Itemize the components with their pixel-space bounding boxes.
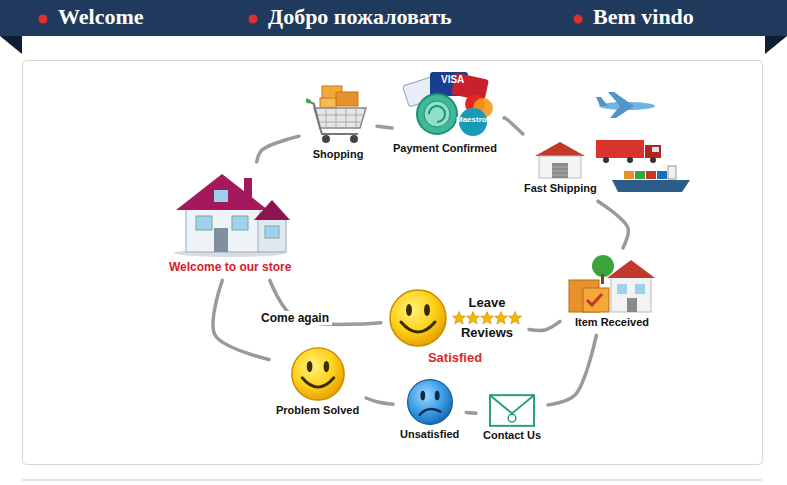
- node-icon: [567, 254, 657, 314]
- ribbon-fold: [765, 36, 787, 54]
- edge-label: Come again: [258, 311, 332, 325]
- step-label: Fast Shipping: [524, 182, 597, 195]
- node-icon: [170, 168, 290, 258]
- flow-arc: [504, 118, 523, 134]
- warehouse: Fast Shipping: [521, 138, 600, 197]
- received-parcel: Item Received: [564, 252, 660, 331]
- flow-arc: [548, 335, 596, 405]
- node-icon: [489, 394, 535, 427]
- step-label: Problem Solved: [276, 404, 359, 417]
- node-icon: [535, 140, 585, 180]
- flow-arc: [257, 136, 299, 162]
- flow-arc: [366, 398, 393, 404]
- flow-arc: [377, 126, 392, 128]
- step-label: Payment Confirmed: [393, 142, 497, 155]
- header-text: Добро пожаловать: [268, 3, 452, 32]
- bullet-dot: [249, 15, 258, 24]
- review-prompt: Reviews: [461, 325, 513, 341]
- ribbon-fold: [0, 36, 22, 54]
- step-label: Item Received: [575, 316, 649, 329]
- satisfied-face: LeaveReviewsSatisfied: [385, 286, 525, 368]
- flow-arc: [598, 201, 628, 248]
- card-brand: Maestro: [456, 115, 487, 124]
- node-icon: [406, 378, 454, 426]
- flow-arc: [529, 321, 560, 330]
- node-icon: [306, 82, 370, 146]
- unsatisfied-face: Unsatisfied: [397, 376, 462, 443]
- step-label: Shopping: [313, 148, 364, 161]
- bullet-dot: [574, 15, 583, 24]
- status-label: Satisfied: [428, 350, 482, 366]
- step-label: Unsatisfied: [400, 428, 459, 441]
- shopping-cart: Shopping: [303, 80, 373, 163]
- header-text: Welcome: [58, 3, 144, 32]
- card-brand: VISA: [441, 74, 464, 85]
- smiley-face: [388, 288, 448, 348]
- airplane: [596, 92, 655, 118]
- truck: [596, 140, 661, 163]
- solved-face: Problem Solved: [273, 344, 362, 419]
- contact-envelope: Contact Us: [480, 392, 544, 444]
- flow-arc: [466, 411, 476, 415]
- node-icon: [290, 346, 346, 402]
- bottom-rule: [22, 479, 762, 481]
- bullet-dot: [39, 15, 48, 24]
- header-band: [0, 0, 787, 36]
- review-prompt: Leave: [469, 295, 506, 311]
- step-label: Contact Us: [483, 429, 541, 442]
- header-text: Bem vindo: [593, 3, 694, 32]
- five-stars: [452, 311, 522, 325]
- step-label: Welcome to our store: [169, 260, 291, 274]
- store-house: Welcome to our store: [166, 166, 294, 276]
- cargo-ship: [612, 166, 690, 192]
- content-panel: [23, 61, 763, 465]
